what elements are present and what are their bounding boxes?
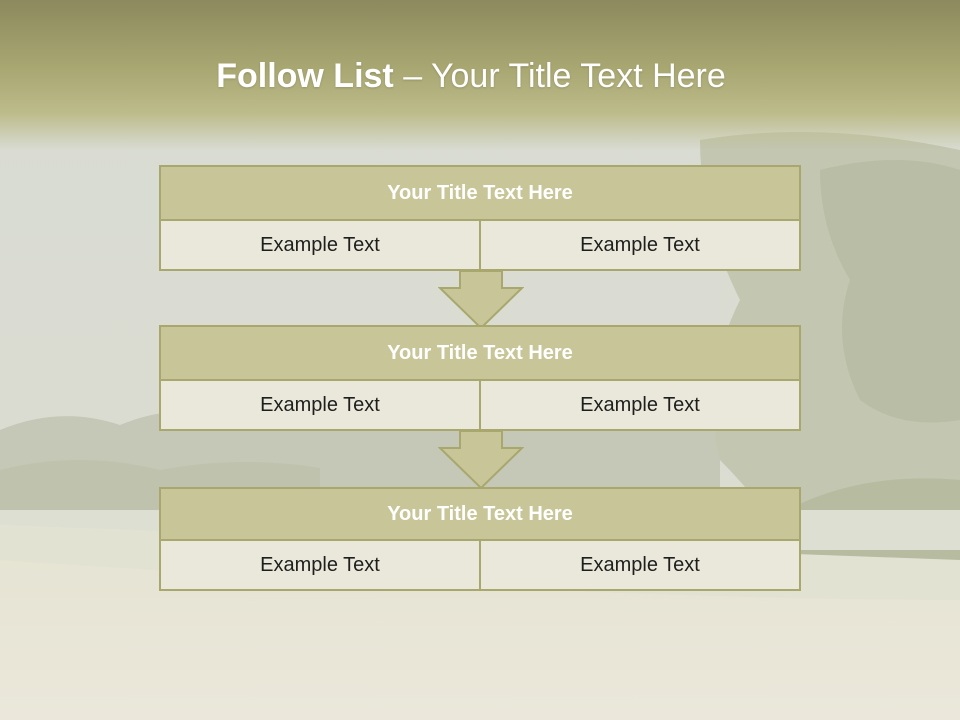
slide-title-strong: Follow List	[216, 57, 394, 95]
step-cell-right: Example Text	[481, 221, 801, 271]
slide-title-rest: – Your Title Text Here	[393, 57, 726, 95]
header-band	[0, 0, 960, 150]
step-cell-left: Example Text	[159, 381, 481, 431]
step-block-2: Your Title Text Here Example Text Exampl…	[159, 325, 801, 431]
step-row: Example Text Example Text	[159, 381, 801, 431]
step-cell-left: Example Text	[159, 541, 481, 591]
slide-title: Follow List – Your Title Text Here	[0, 50, 942, 102]
step-block-1: Your Title Text Here Example Text Exampl…	[159, 165, 801, 271]
step-title: Your Title Text Here	[159, 165, 801, 221]
step-cell-left: Example Text	[159, 221, 481, 271]
down-arrow-icon	[438, 270, 524, 330]
step-title: Your Title Text Here	[159, 325, 801, 381]
down-arrow-icon	[438, 430, 524, 490]
step-row: Example Text Example Text	[159, 541, 801, 591]
step-row: Example Text Example Text	[159, 221, 801, 271]
step-title: Your Title Text Here	[159, 487, 801, 541]
step-cell-right: Example Text	[481, 381, 801, 431]
step-cell-right: Example Text	[481, 541, 801, 591]
step-block-3: Your Title Text Here Example Text Exampl…	[159, 487, 801, 591]
